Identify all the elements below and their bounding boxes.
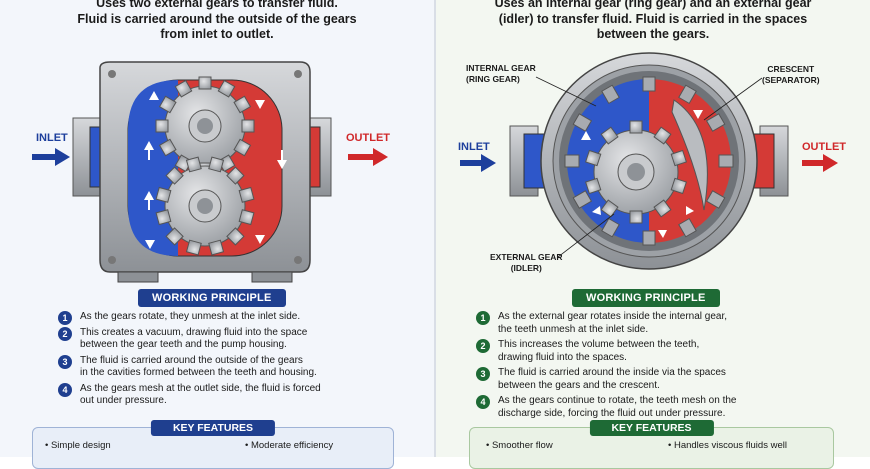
external-pump-illustration (32, 61, 388, 283)
step-number: 1 (58, 311, 72, 325)
step-text: drawing fluid into the spaces. (498, 351, 627, 363)
step-text: As the gears mesh at the outlet side, th… (80, 382, 321, 394)
internal-description: Uses an internal gear (ring gear) and an… (456, 0, 850, 43)
description-line: from inlet to outlet. (160, 27, 274, 41)
external-steps-list: 1 As the gears rotate, they unmesh at the… (58, 311, 418, 411)
bolt (108, 256, 116, 264)
step-text: As the external gear rotates inside the … (498, 311, 728, 322)
outlet-label: OUTLET (346, 132, 390, 144)
callout-line: (IDLER) (510, 263, 542, 273)
internal-gear-pump-panel: Uses an internal gear (ring gear) and an… (436, 0, 870, 469)
description-line: between the gears. (596, 27, 710, 41)
step-item: 2 This increases the volume between the t… (476, 339, 856, 364)
key-features-badge: KEY FEATURES (150, 420, 276, 436)
step-item: 4 As the gears mesh at the outlet side, t… (58, 382, 418, 408)
description-line: Uses two external gears to transfer flui… (96, 0, 338, 10)
step-text: between the gears and the crescent. (498, 379, 660, 391)
callout-leader (703, 77, 763, 121)
ring-gear-callout: INTERNAL GEAR (RING GEAR) (466, 63, 536, 85)
inlet-arrow (32, 148, 70, 166)
step-number: 2 (58, 326, 72, 341)
description-line: (idler) to transfer fluid. Fluid is carr… (498, 11, 808, 26)
external-idler-gear (585, 120, 687, 224)
inlet-arrow (460, 154, 496, 172)
callout-line: EXTERNAL GEAR (490, 252, 563, 262)
crescent-callout: CRESCENT (SEPARATOR) (762, 64, 820, 86)
callout-leader (557, 213, 615, 258)
inlet-label: INLET (36, 132, 68, 144)
panel-divider (434, 0, 436, 457)
step-text: out under pressure. (80, 395, 167, 406)
feature-item: • Handles viscous fluids well (668, 440, 787, 451)
internal-steps-list: 1 As the external gear rotates inside the… (476, 311, 856, 423)
feature-item: • Smoother flow (486, 440, 553, 451)
step-item: 1 As the gears rotate, they unmesh at the… (58, 311, 418, 325)
outlet-arrow (348, 148, 388, 166)
step-text: the teeth unmesh at the inlet side. (498, 323, 649, 335)
internal-ring-gear (559, 71, 739, 251)
step-text: This creates a vacuum, drawing fluid int… (80, 326, 308, 338)
external-description: Uses two external gears to transfer flui… (20, 0, 414, 43)
flow-arrows (144, 91, 287, 249)
step-text: The fluid is carried around the outside … (80, 354, 303, 366)
step-item: 4 As the gears continue to rotate, the te… (476, 395, 856, 420)
lower-driven-gear (155, 156, 255, 256)
step-text: As the gears continue to rotate, the tee… (498, 395, 737, 406)
step-text: This increases the volume between the te… (498, 339, 700, 350)
step-item: 3 The fluid is carried around the inside … (476, 367, 856, 392)
bolt (108, 70, 116, 78)
description-line: Uses an internal gear (ring gear) and an… (494, 0, 812, 10)
step-text: discharge side, forcing the fluid out un… (498, 407, 726, 419)
key-features-badge: KEY FEATURES (589, 420, 714, 436)
outlet-label: OUTLET (802, 141, 846, 153)
bolt (294, 256, 302, 264)
crescent-separator (671, 99, 708, 211)
callout-line: (SEPARATOR) (762, 75, 820, 85)
housing-foot (117, 271, 159, 283)
step-number: 2 (476, 339, 490, 353)
feature-item: • Simple design (45, 440, 111, 451)
working-principle-badge: WORKING PRINCIPLE (572, 289, 720, 307)
step-number: 3 (476, 367, 490, 381)
callout-leader (535, 76, 597, 107)
step-text: between the gear teeth and the pump hous… (80, 339, 287, 350)
working-principle-badge: WORKING PRINCIPLE (138, 289, 286, 307)
upper-drive-gear (155, 76, 255, 176)
idler-callout: EXTERNAL GEAR (IDLER) (490, 252, 563, 274)
outlet-arrow (802, 154, 838, 172)
key-features-box: KEY FEATURES • Smoother flow • Handles v… (469, 420, 834, 469)
callout-line: CRESCENT (767, 64, 815, 74)
step-number: 4 (58, 382, 72, 397)
inlet-label: INLET (458, 141, 490, 153)
internal-pump-illustration (460, 52, 838, 270)
step-number: 1 (476, 311, 490, 325)
step-number: 4 (476, 395, 490, 409)
step-text: As the gears rotate, they unmesh at the … (80, 311, 301, 322)
housing-foot (251, 271, 293, 283)
step-text: in the cavities formed between the teeth… (80, 367, 317, 378)
callout-line: INTERNAL GEAR (466, 63, 536, 73)
bolt (294, 70, 302, 78)
step-item: 3 The fluid is carried around the outside… (58, 354, 418, 380)
step-text: The fluid is carried around the inside v… (498, 367, 726, 378)
callout-line: (RING GEAR) (466, 74, 520, 84)
flow-arrows (581, 110, 703, 238)
feature-item: • Moderate efficiency (245, 440, 334, 451)
step-item: 1 As the external gear rotates inside the… (476, 311, 856, 336)
step-item: 2 This creates a vacuum, drawing fluid in… (58, 326, 418, 352)
key-features-box: KEY FEATURES • Simple design • Moderate … (32, 420, 394, 469)
step-number: 3 (58, 354, 72, 369)
external-gear-pump-panel: Uses two external gears to transfer flui… (0, 0, 434, 469)
description-line: Fluid is carried around the outside of t… (77, 11, 357, 26)
